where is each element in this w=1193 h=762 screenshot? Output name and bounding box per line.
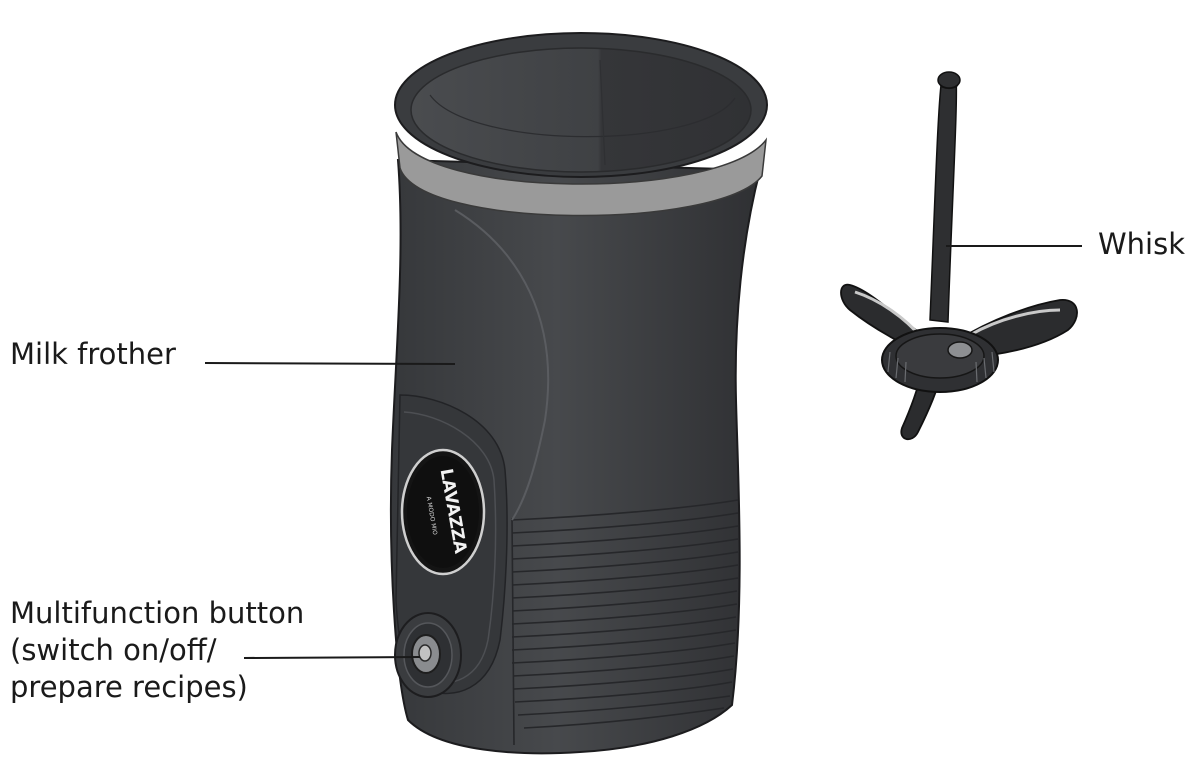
label-multifunction-button: Multifunction button (switch on/off/ pre… bbox=[10, 595, 304, 706]
label-milk-frother: Milk frother bbox=[10, 337, 176, 371]
label-whisk: Whisk bbox=[1098, 227, 1186, 261]
leader-lines bbox=[204, 245, 1082, 659]
frother-ribs bbox=[511, 499, 739, 746]
multifunction-button bbox=[394, 612, 462, 698]
leader-button bbox=[243, 656, 421, 659]
leader-milk-frother bbox=[204, 362, 456, 365]
label-button-line1: Multifunction button bbox=[10, 596, 305, 630]
whisk-shaft bbox=[929, 77, 958, 323]
frother-panel-curve bbox=[454, 209, 550, 521]
label-button-line2: (switch on/off/ bbox=[10, 633, 217, 667]
frother-rim-band bbox=[395, 131, 768, 217]
whisk bbox=[840, 71, 1078, 441]
label-button-line3: prepare recipes) bbox=[10, 670, 248, 704]
lavazza-logo: LAVAZZA A MODO MIO bbox=[400, 448, 486, 576]
